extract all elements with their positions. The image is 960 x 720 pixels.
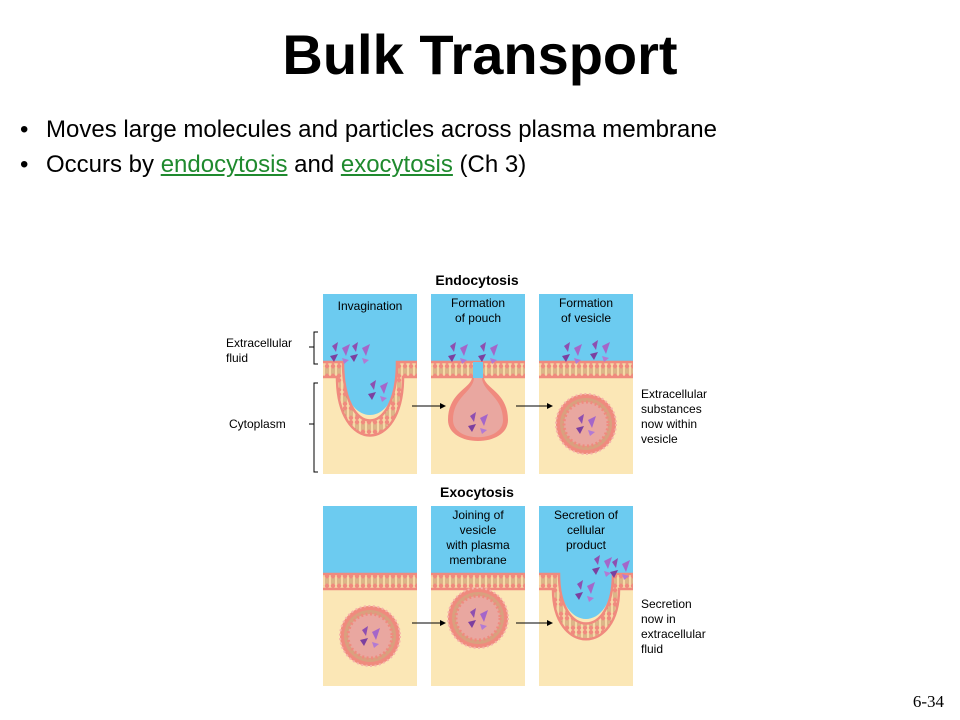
exocytosis-link[interactable]: exocytosis: [340, 151, 453, 178]
exocytosis-heading: Exocytosis: [440, 484, 514, 500]
panel-label: product: [566, 538, 607, 552]
substances-label: now within: [641, 417, 697, 431]
bullet-list: •Moves large molecules and particles acr…: [20, 112, 717, 182]
secretion-label: now in: [641, 612, 676, 626]
panel-label: of vesicle: [561, 311, 611, 325]
extracellular-fluid-label: Extracellular: [226, 336, 292, 350]
bullet-text: Moves large molecules and particles acro…: [46, 116, 717, 143]
panel-label: membrane: [449, 553, 507, 567]
panel-label: with plasma: [445, 538, 510, 552]
endocytosis-link[interactable]: endocytosis: [160, 151, 288, 178]
bullet-text: Occurs by: [46, 151, 161, 178]
panel-pouch: Formation of pouch: [431, 294, 525, 474]
page-number: 6-34: [912, 692, 944, 711]
endocytosis-heading: Endocytosis: [435, 272, 518, 288]
bullet-text: (Ch 3): [452, 151, 527, 178]
panel-vesicle: Formation of vesicle: [539, 294, 633, 474]
panel-label: Secretion of: [554, 508, 619, 522]
substances-label: Extracellular: [641, 387, 707, 401]
panel-joining: Joining of vesicle with plasma membrane: [431, 506, 525, 686]
substances-label: substances: [641, 402, 702, 416]
substances-label: vesicle: [641, 432, 678, 446]
secretion-label: extracellular: [641, 627, 706, 641]
secretion-label: Secretion: [641, 597, 692, 611]
bullet-item: •Moves large molecules and particles acr…: [20, 116, 717, 143]
panel-label: cellular: [567, 523, 605, 537]
panel-label: Joining of: [452, 508, 504, 522]
bullet-text: and: [287, 151, 341, 178]
panel-secretion: Secretion of cellular product: [539, 506, 633, 686]
panel-label: Invagination: [338, 299, 403, 313]
panel-label: of pouch: [455, 311, 501, 325]
panel-label: Formation: [451, 296, 505, 310]
panel-exo-start: [323, 506, 417, 686]
cytoplasm-label: Cytoplasm: [229, 417, 286, 431]
panel-label: vesicle: [460, 523, 497, 537]
panel-label: Formation: [559, 296, 613, 310]
secretion-label: fluid: [641, 642, 663, 656]
extracellular-fluid-label: fluid: [226, 351, 248, 365]
slide-title: Bulk Transport: [282, 23, 678, 86]
bullet-item: •Occurs by endocytosis and exocytosis (C…: [20, 151, 527, 178]
panel-invagination: Invagination: [323, 294, 417, 474]
